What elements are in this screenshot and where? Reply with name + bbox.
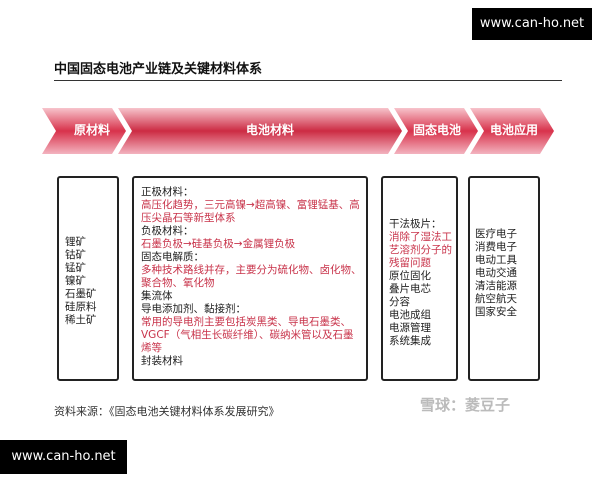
solid-state-line: 原位固化	[389, 270, 431, 282]
solid-state-line: 艺溶剂分子的	[389, 244, 452, 256]
raw-material-item: 稀土矿	[65, 314, 97, 326]
battery-material-line: 导电添加剂、黏接剂：	[141, 303, 246, 315]
battery-material-line: 集流体	[141, 290, 173, 302]
applications-box: 医疗电子消费电子电动工具电动交通清洁能源航空航天国家安全	[468, 176, 540, 381]
battery-material-line: 多种技术路线并存，主要分为硫化物、卤化物、	[141, 264, 362, 276]
application-item: 清洁能源	[475, 280, 517, 292]
battery-material-line: 高压化趋势，三元高镍→超高镍、富锂锰基、高	[141, 199, 360, 211]
solid-state-line: 电池成组	[389, 309, 431, 321]
corner-watermark: 雪球：菱豆子	[420, 396, 511, 414]
application-item: 航空航天	[475, 293, 517, 305]
raw-material-item: 锂矿	[65, 236, 86, 248]
solid-state-line: 系统集成	[389, 335, 431, 347]
application-item: 消费电子	[475, 241, 517, 253]
application-item: 医疗电子	[475, 228, 517, 240]
battery-material-line: 压尖晶石等新型体系	[141, 212, 236, 224]
battery-materials-list: 正极材料：高压化趋势，三元高镍→超高镍、富锂锰基、高压尖晶石等新型体系负极材料：…	[141, 186, 362, 368]
battery-material-line: 负极材料：	[141, 225, 194, 237]
solid-state-box: 干法极片：消除了湿法工艺溶剂分子的残留问题原位固化叠片电芯分容电池成组电源管理系…	[381, 176, 458, 381]
raw-material-item: 锰矿	[65, 262, 86, 274]
solid-state-list: 干法极片：消除了湿法工艺溶剂分子的残留问题原位固化叠片电芯分容电池成组电源管理系…	[389, 218, 453, 348]
source-note: 资料来源：《固态电池关键材料体系发展研究》	[54, 405, 280, 418]
stage-label-battery-materials: 电池材料	[245, 123, 294, 137]
battery-material-line: 常用的导电剂主要包括炭黑类、导电石墨类、	[141, 316, 351, 328]
solid-state-line: 消除了湿法工	[389, 231, 452, 243]
solid-state-line: 叠片电芯	[389, 283, 431, 295]
arrow-raw-materials	[42, 108, 126, 154]
applications-list: 医疗电子消费电子电动工具电动交通清洁能源航空航天国家安全	[475, 228, 517, 319]
raw-material-item: 硅原料	[65, 301, 97, 313]
stage-label-applications: 电池应用	[489, 123, 538, 137]
raw-material-item: 石墨矿	[65, 288, 97, 300]
battery-material-line: 封装材料	[141, 355, 183, 367]
raw-material-item: 钴矿	[65, 249, 86, 261]
battery-material-line: 石墨负极→硅基负极→金属锂负极	[141, 238, 296, 250]
solid-state-line: 残留问题	[389, 257, 431, 269]
application-item: 国家安全	[475, 306, 517, 318]
arrow-battery-materials	[118, 108, 402, 154]
raw-materials-list: 锂矿钴矿锰矿镍矿石墨矿硅原料稀土矿	[65, 236, 97, 327]
raw-material-item: 镍矿	[65, 275, 86, 287]
solid-state-line: 干法极片：	[389, 218, 442, 230]
watermark-top: www.can-ho.net	[472, 8, 592, 40]
battery-material-line: 聚合物、氧化物	[141, 277, 215, 289]
application-item: 电动交通	[475, 267, 517, 279]
battery-material-line: 正极材料：	[141, 186, 194, 198]
watermark-bottom: www.can-ho.net	[0, 440, 127, 474]
solid-state-line: 电源管理	[389, 322, 431, 334]
diagram-title: 中国固态电池产业链及关键材料体系	[54, 62, 263, 77]
battery-material-line: 烯等	[141, 342, 162, 354]
solid-state-line: 分容	[389, 296, 410, 308]
arrow-applications	[470, 108, 554, 154]
stage-label-raw: 原材料	[73, 123, 110, 137]
title-rule	[54, 80, 562, 81]
raw-materials-box: 锂矿钴矿锰矿镍矿石墨矿硅原料稀土矿	[57, 176, 119, 381]
application-item: 电动工具	[475, 254, 517, 266]
stage-label-solid-state: 固态电池	[412, 123, 461, 137]
arrow-solid-state	[394, 108, 478, 154]
battery-material-line: VGCF（气相生长碳纤维）、碳纳米管以及石墨	[141, 329, 354, 341]
battery-material-line: 固态电解质：	[141, 251, 204, 263]
battery-materials-box: 正极材料：高压化趋势，三元高镍→超高镍、富锂锰基、高压尖晶石等新型体系负极材料：…	[132, 176, 368, 381]
